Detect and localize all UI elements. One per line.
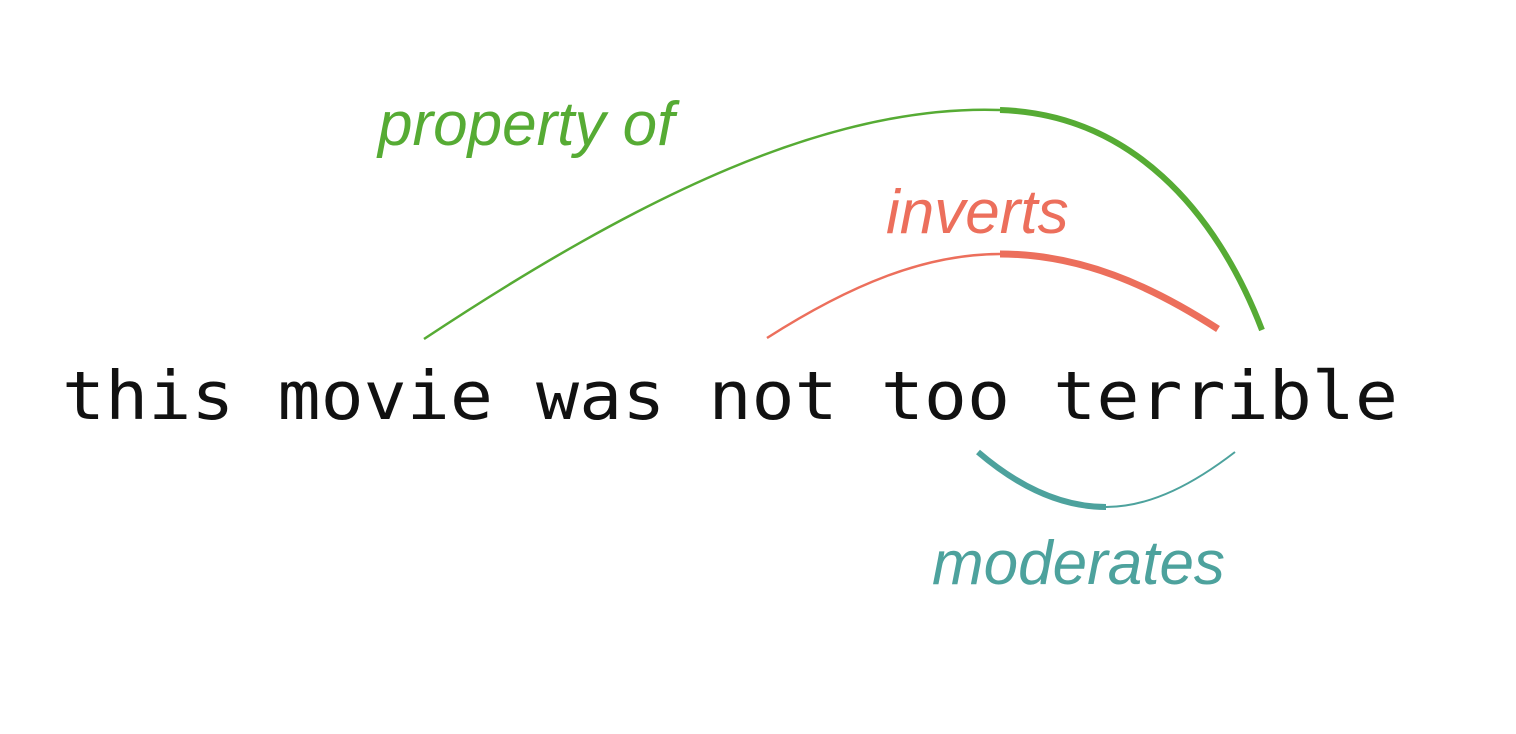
label-moderates: moderates [932, 529, 1225, 598]
label-property-of: property of [376, 90, 680, 159]
arc-inverts [766, 250, 1220, 340]
sentence: this movie was not too terrible [62, 357, 1398, 435]
label-inverts: inverts [886, 178, 1069, 247]
arc-property-of [423, 107, 1265, 341]
arc-moderates [976, 449, 1236, 510]
